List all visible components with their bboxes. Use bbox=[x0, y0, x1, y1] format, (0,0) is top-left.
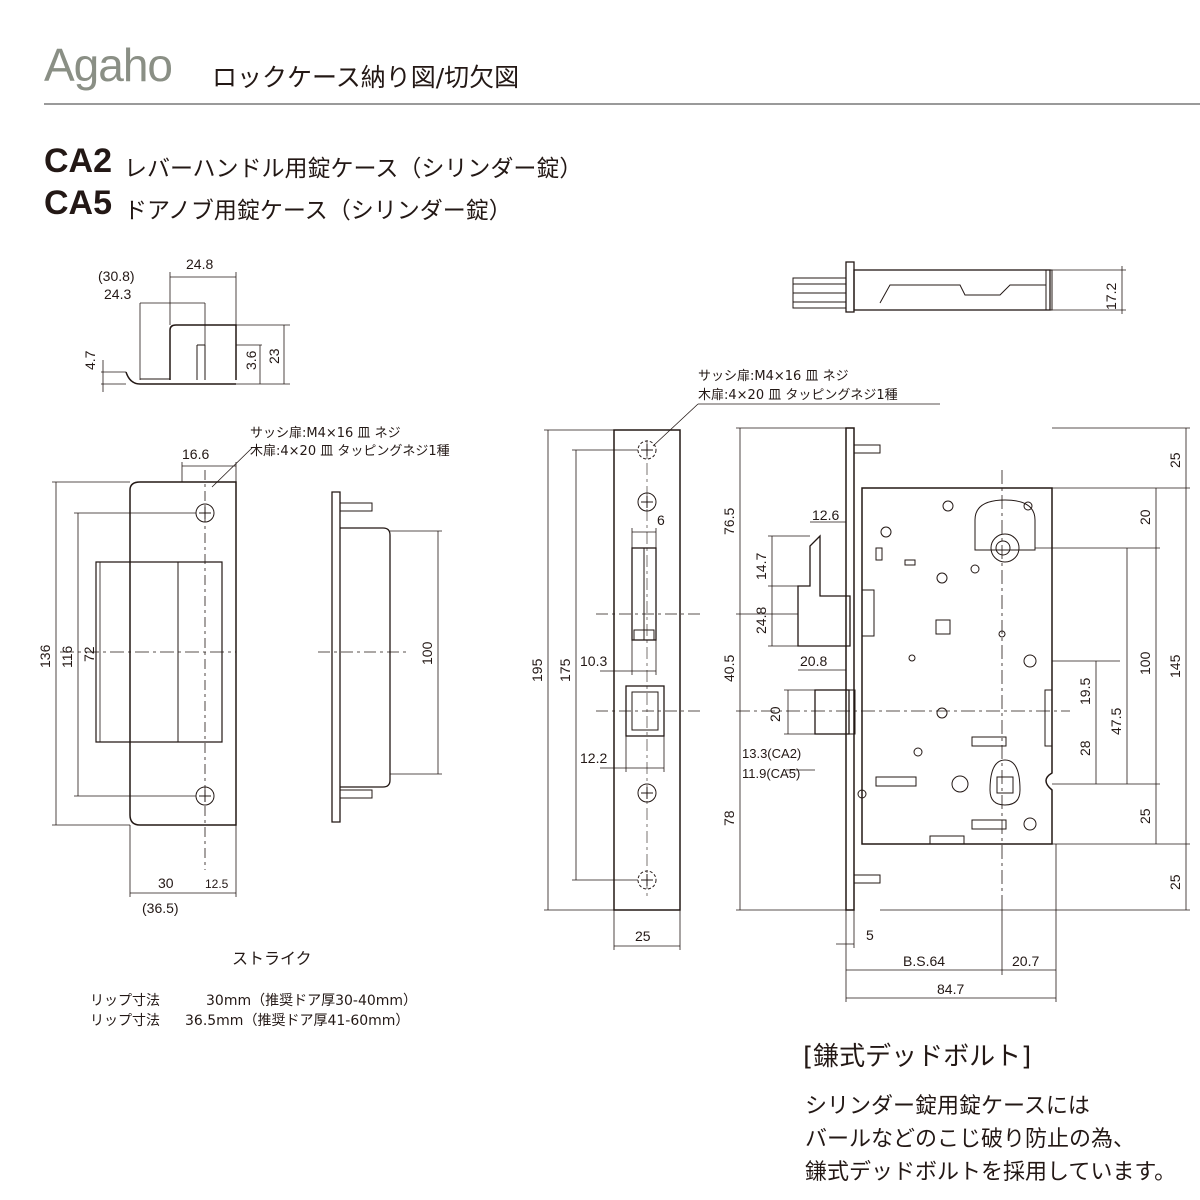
dim-lock-14-7: 14.7 bbox=[753, 553, 769, 580]
dim-lock-25: 25 bbox=[635, 928, 651, 944]
dim-strike-3-6: 3.6 bbox=[243, 350, 259, 370]
lip-label: リップ寸法 bbox=[90, 1013, 160, 1029]
lip-row-2: リップ寸法 36.5mm（推奨ドア厚41-60mm） bbox=[90, 1010, 409, 1030]
dim-lock-right-25c: 25 bbox=[1167, 874, 1183, 890]
strike-screw-note-2: 木扉:4×20 皿 タッピングネジ1種 bbox=[250, 443, 450, 459]
lock-screw-note-1: サッシ扉:M4×16 皿 ネジ bbox=[698, 368, 849, 384]
dim-lock-6: 6 bbox=[657, 512, 665, 528]
strike-plate-front bbox=[52, 447, 253, 897]
dim-lock-20-7: 20.7 bbox=[1012, 953, 1039, 969]
strike-top-view bbox=[101, 272, 290, 392]
dim-lock-right-25b: 25 bbox=[1137, 808, 1153, 824]
lockcase-top-view bbox=[792, 261, 1126, 314]
dim-lock-bs64: B.S.64 bbox=[903, 953, 945, 969]
lip-value: 36.5mm（推奨ドア厚41-60mm） bbox=[185, 1013, 410, 1029]
dim-lock-12-6: 12.6 bbox=[812, 507, 839, 523]
dim-strike-30-8: (30.8) bbox=[98, 268, 135, 284]
dim-strike-12-5: 12.5 bbox=[205, 877, 229, 891]
dim-lock-78: 78 bbox=[721, 810, 737, 826]
deadbolt-line-2: バールなどのこじ破り防止の為、 bbox=[805, 1127, 1136, 1152]
dim-lock-right-25a: 25 bbox=[1167, 452, 1183, 468]
dim-lock-right-19-5: 19.5 bbox=[1077, 678, 1093, 705]
lip-row-1: リップ寸法 30mm（推奨ドア厚30-40mm） bbox=[90, 990, 417, 1010]
dim-lock-5: 5 bbox=[866, 927, 874, 943]
deadbolt-line-3: 鎌式デッドボルトを採用しています。 bbox=[805, 1160, 1177, 1185]
lip-label: リップ寸法 bbox=[90, 993, 160, 1009]
dim-lock-76-5: 76.5 bbox=[721, 508, 737, 535]
dim-strike-24-3: 24.3 bbox=[104, 286, 131, 302]
dim-lock-right-145: 145 bbox=[1167, 654, 1183, 678]
dim-lock-17-2: 17.2 bbox=[1103, 283, 1119, 310]
dim-strike-16-6: 16.6 bbox=[182, 446, 209, 462]
dim-lock-195: 195 bbox=[529, 658, 545, 682]
lockcase-front-plate bbox=[544, 403, 940, 950]
model-code-ca2: CA2 bbox=[44, 142, 113, 180]
dim-lock-11-9: 11.9(CA5) bbox=[742, 766, 800, 781]
dim-strike-136: 136 bbox=[37, 644, 53, 668]
model-code-ca5: CA5 bbox=[44, 184, 113, 222]
strike-screw-note-1: サッシ扉:M4×16 皿 ネジ bbox=[250, 425, 401, 441]
deadbolt-title: [鎌式デッドボルト] bbox=[803, 1042, 1032, 1072]
lip-value: 30mm（推奨ドア厚30-40mm） bbox=[206, 993, 418, 1009]
model-desc-ca5: ドアノブ用錠ケース（シリンダー錠） bbox=[124, 198, 512, 224]
dim-strike-72: 72 bbox=[81, 646, 97, 662]
dim-strike-30: 30 bbox=[158, 875, 174, 891]
dim-lock-12-2: 12.2 bbox=[580, 750, 607, 766]
dim-strike-4-7: 4.7 bbox=[82, 350, 98, 370]
dim-lock-175: 175 bbox=[557, 658, 573, 682]
model-desc-ca2: レバーハンドル用錠ケース（シリンダー錠） bbox=[124, 156, 583, 182]
dim-strike-36-5: (36.5) bbox=[142, 900, 179, 916]
dim-lock-13-3: 13.3(CA2) bbox=[742, 746, 801, 761]
dim-lock-40-5: 40.5 bbox=[721, 655, 737, 682]
dim-strike-24-8: 24.8 bbox=[186, 256, 213, 272]
dim-strike-116: 116 bbox=[59, 645, 75, 668]
dim-lock-right-47-5: 47.5 bbox=[1108, 708, 1124, 735]
dim-lock-20: 20 bbox=[767, 706, 783, 722]
brand-logo: Agaho bbox=[44, 39, 173, 91]
dim-lock-24-8: 24.8 bbox=[753, 607, 769, 634]
dim-lock-right-20: 20 bbox=[1137, 509, 1153, 525]
dim-lock-right-28: 28 bbox=[1077, 740, 1093, 756]
dim-lock-84-7: 84.7 bbox=[937, 981, 964, 997]
dim-lock-10-3: 10.3 bbox=[580, 653, 607, 669]
dim-strike-side-100: 100 bbox=[419, 641, 435, 665]
dim-strike-23: 23 bbox=[266, 348, 282, 364]
page-title: ロックケース納り図/切欠図 bbox=[212, 63, 520, 92]
header-divider bbox=[44, 103, 1200, 105]
strike-side-view bbox=[318, 491, 442, 823]
strike-caption: ストライク bbox=[232, 949, 312, 968]
deadbolt-line-1: シリンダー錠用錠ケースには bbox=[805, 1094, 1090, 1119]
lock-screw-note-2: 木扉:4×20 皿 タッピングネジ1種 bbox=[698, 387, 898, 403]
dim-lock-20-8: 20.8 bbox=[800, 653, 827, 669]
dim-lock-right-100: 100 bbox=[1137, 651, 1153, 675]
lockcase-body bbox=[736, 427, 1190, 1002]
